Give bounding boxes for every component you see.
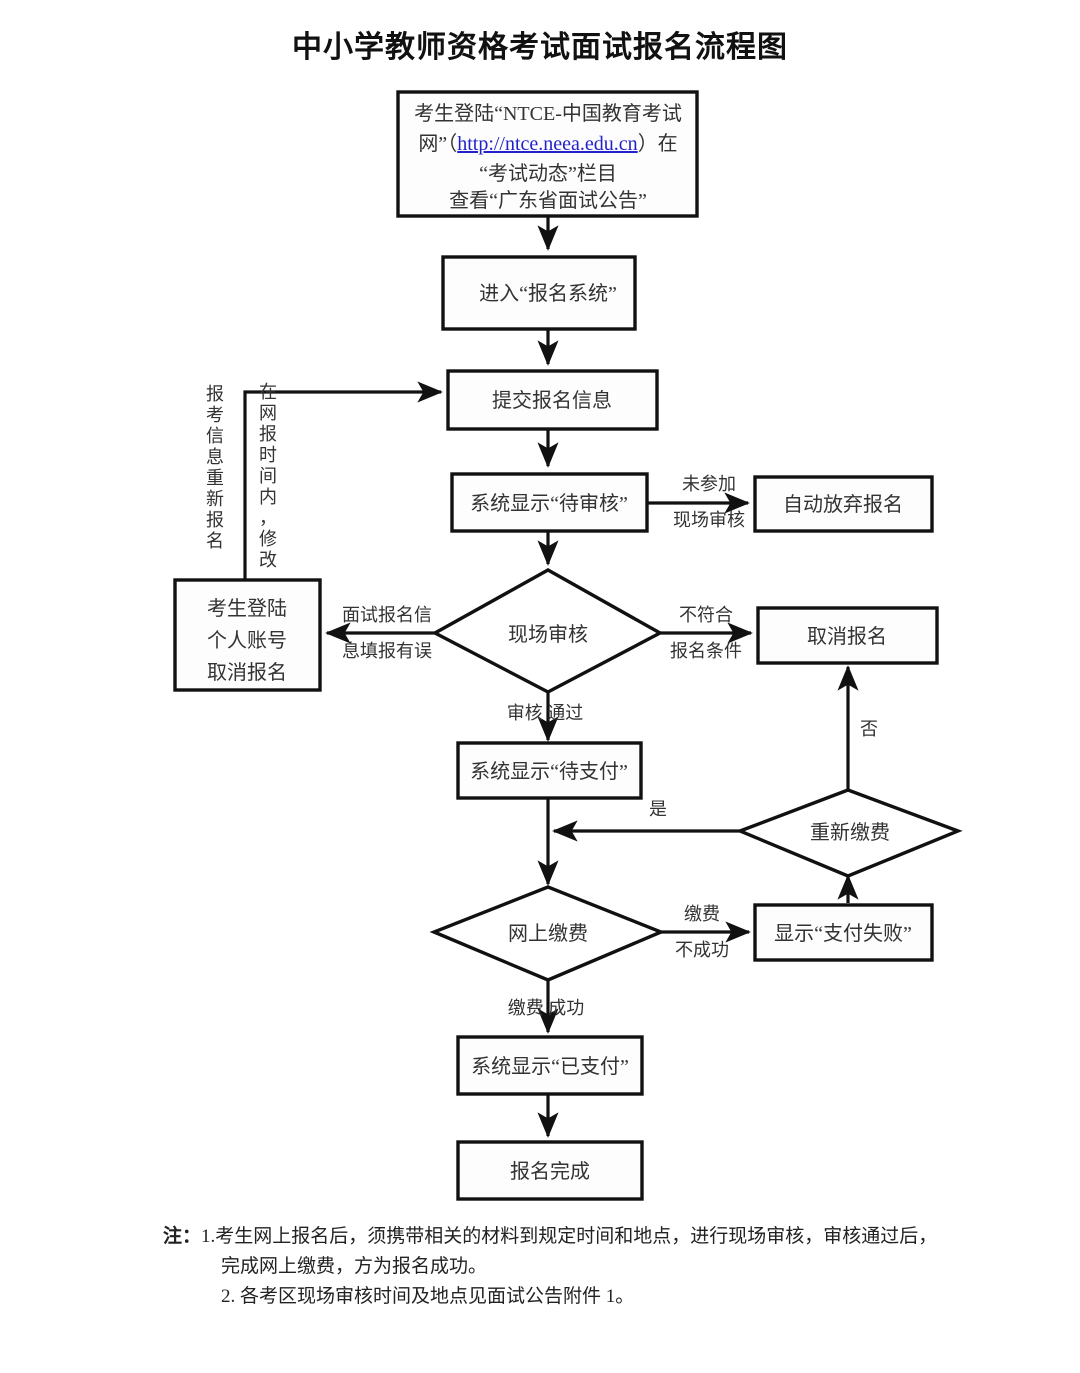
node-submit-info-label: 提交报名信息	[492, 389, 612, 412]
edge-label-info-error: 面试报名信 息填报有误	[342, 605, 432, 661]
node-onsite-review[interactable]: 现场审核	[431, 568, 664, 694]
node-start-line2-pre: 网”（	[418, 132, 457, 155]
footer-note-tag: 注：	[163, 1226, 202, 1247]
node-online-payment-label: 网上缴费	[508, 922, 588, 945]
edge-label-review-passed: 审核 通过	[507, 703, 584, 723]
node-enter-system-label: 进入“报名系统”	[479, 282, 617, 305]
node-registration-done-label: 报名完成	[510, 1160, 590, 1183]
node-system-pending-review-label: 系统显示“待审核”	[470, 492, 628, 515]
node-candidate-cancel-line1: 考生登陆	[207, 597, 287, 620]
edge-label-pay-fail-2: 不成功	[675, 940, 729, 960]
node-registration-done[interactable]: 报名完成	[456, 1140, 644, 1201]
node-start-line1: 考生登陆“NTCE-中国教育考试	[414, 102, 682, 125]
footer-note-1-num: 1.	[201, 1226, 216, 1247]
footer-note-1-line2-row: 完成网上缴费，方为报名成功。	[163, 1252, 963, 1282]
node-system-paid[interactable]: 系统显示“已支付”	[456, 1035, 644, 1096]
node-start-line2-post: ）在	[638, 132, 678, 155]
footer-note-1-line2: 完成网上缴费，方为报名成功。	[221, 1256, 488, 1277]
edge-label-yes-text: 是	[649, 799, 667, 819]
footer-notes: 注： 1. 考生网上报名后，须携带相关的材料到规定时间和地点，进行现场审核，审核…	[163, 1222, 963, 1312]
node-candidate-cancel-line2: 个人账号	[207, 629, 287, 652]
footer-note-2: 2. 各考区现场审核时间及地点见面试公告附件 1。	[163, 1282, 963, 1312]
footer-note-1-line1: 考生网上报名后，须携带相关的材料到规定时间和地点，进行现场审核，审核通过后，	[215, 1226, 938, 1247]
footer-note-1: 注： 1. 考生网上报名后，须携带相关的材料到规定时间和地点，进行现场审核，审核…	[163, 1222, 963, 1252]
vertical-label-reapply-text: 报考信息重新报名	[206, 384, 224, 551]
node-repay[interactable]: 重新缴费	[735, 788, 963, 878]
edge-label-not-attend-onsite-2: 现场审核	[673, 510, 745, 530]
page-title: 中小学教师资格考试面试报名流程图	[292, 31, 788, 64]
node-system-pending-review[interactable]: 系统显示“待审核”	[450, 472, 649, 533]
footer-note-2-num: 2.	[221, 1286, 236, 1307]
node-start-line2: 网”（http://ntce.neea.edu.cn）在	[418, 132, 677, 155]
edge-label-not-qualified-2: 报名条件	[670, 641, 742, 661]
node-online-payment[interactable]: 网上缴费	[429, 885, 666, 982]
edge-label-review-passed-text: 审核 通过	[507, 703, 584, 723]
edge-label-yes: 是	[649, 799, 667, 819]
edge-label-pay-fail: 缴费 不成功	[675, 904, 729, 960]
edge-label-no-text: 否	[860, 719, 878, 739]
edge-label-not-attend-onsite: 未参加 现场审核	[673, 474, 745, 530]
node-cancel-registration[interactable]: 取消报名	[756, 606, 939, 665]
node-payment-failed-label: 显示“支付失败”	[774, 922, 912, 945]
node-payment-failed[interactable]: 显示“支付失败”	[753, 903, 934, 962]
edge-label-not-qualified-1: 不符合	[679, 605, 733, 625]
node-onsite-review-label: 现场审核	[508, 623, 588, 646]
edge-label-not-qualified: 不符合 报名条件	[670, 605, 742, 661]
edge-label-not-attend-onsite-1: 未参加	[682, 474, 736, 494]
node-start-line3: “考试动态”栏目	[479, 162, 617, 185]
node-system-paid-label: 系统显示“已支付”	[471, 1055, 629, 1078]
edge-label-info-error-2: 息填报有误	[342, 641, 432, 661]
footer-note-2-line1: 各考区现场审核时间及地点见面试公告附件 1。	[240, 1286, 635, 1307]
vertical-label-modify-text: 在网报时间内，修改	[259, 382, 277, 570]
ntce-url-link[interactable]: http://ntce.neea.edu.cn	[457, 133, 637, 155]
edge-label-pay-fail-1: 缴费	[684, 904, 720, 924]
node-start-line4: 查看“广东省面试公告”	[449, 189, 647, 212]
node-candidate-cancel[interactable]: 考生登陆 个人账号 取消报名	[173, 578, 322, 692]
node-auto-abandon[interactable]: 自动放弃报名	[753, 475, 934, 533]
vertical-label-modify-in-window: 在网报时间内，修改	[259, 382, 277, 570]
node-repay-label: 重新缴费	[810, 821, 890, 844]
node-auto-abandon-label: 自动放弃报名	[783, 493, 903, 516]
node-candidate-cancel-line3: 取消报名	[207, 661, 287, 684]
node-start[interactable]: 考生登陆“NTCE-中国教育考试 网”（http://ntce.neea.edu…	[396, 90, 699, 218]
edge-label-pay-success: 缴费 成功	[508, 998, 585, 1018]
edge-label-info-error-1: 面试报名信	[342, 605, 432, 625]
vertical-label-reapply: 报考信息重新报名	[206, 384, 224, 551]
node-enter-system[interactable]: 进入“报名系统”	[441, 255, 637, 331]
node-cancel-registration-label: 取消报名	[807, 625, 887, 648]
edge-label-pay-success-text: 缴费 成功	[508, 998, 585, 1018]
node-system-pending-payment-label: 系统显示“待支付”	[470, 760, 628, 783]
connector-candidate-cancel-to-submit-loop	[243, 381, 443, 580]
edge-label-no: 否	[860, 719, 878, 739]
node-system-pending-payment[interactable]: 系统显示“待支付”	[456, 741, 643, 800]
node-submit-info[interactable]: 提交报名信息	[446, 369, 659, 431]
